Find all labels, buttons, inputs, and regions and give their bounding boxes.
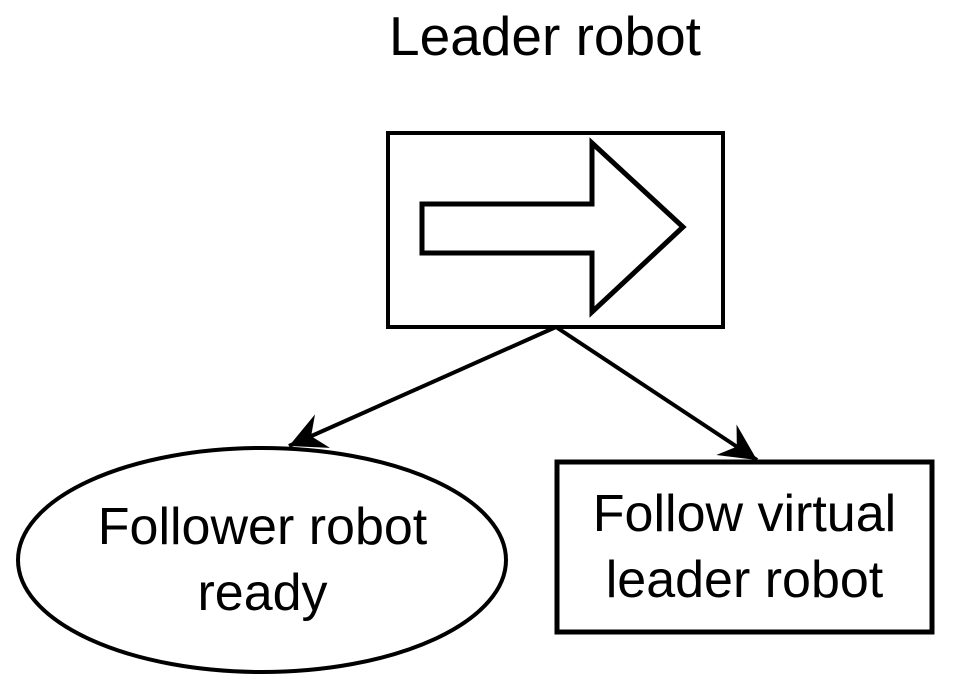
follower-ready-label-box: Follower robot ready [18,448,507,672]
follower-ready-node [16,446,508,674]
follow-virtual-node [554,459,935,635]
leader-robot-title: Leader robot [389,5,701,67]
follow-virtual-label: Follow virtual leader robot [592,485,897,609]
edge-to-follower-ready [288,325,557,448]
follower-ready-label: Follower robot ready [97,498,428,622]
right-arrow-icon [419,137,687,318]
edge-to-follow-virtual [554,325,759,462]
follow-virtual-label-box: Follow virtual leader robot [557,462,932,632]
